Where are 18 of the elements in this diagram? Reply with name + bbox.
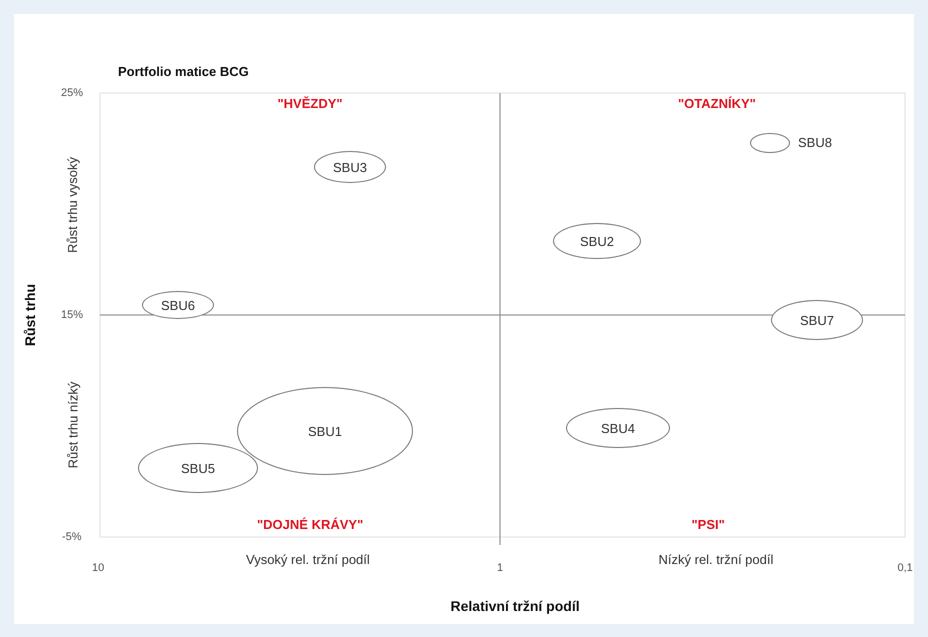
axis-label: Vysoký rel. tržní podíl: [246, 552, 370, 568]
axis-tick-label: 25%: [61, 86, 84, 101]
axis-label: Růst trhu nízký: [64, 382, 81, 468]
quadrant-label: "PSI": [692, 517, 725, 533]
axis-tick-label: 10: [92, 561, 104, 576]
chart-title: Portfolio matice BCG: [118, 64, 249, 80]
axis-tick-label: 0,1: [898, 561, 913, 576]
quadrant-label: "DOJNÉ KRÁVY": [257, 517, 364, 533]
axis-title: Růst trhu: [22, 284, 38, 346]
axis-tick-label: 1: [497, 561, 504, 576]
bubble-label: SBU8: [798, 135, 832, 151]
quadrant-label: "HVĚZDY": [278, 96, 343, 112]
axis-tick-label: -5%: [62, 530, 82, 545]
axis-title: Relativní tržní podíl: [450, 598, 580, 614]
axis-label: Nízký rel. tržní podíl: [658, 552, 774, 568]
axis-tick-label: 15%: [61, 308, 84, 323]
quadrant-label: "OTAZNÍKY": [678, 96, 756, 112]
axis-label: Růst trhu vysoký: [65, 156, 82, 254]
